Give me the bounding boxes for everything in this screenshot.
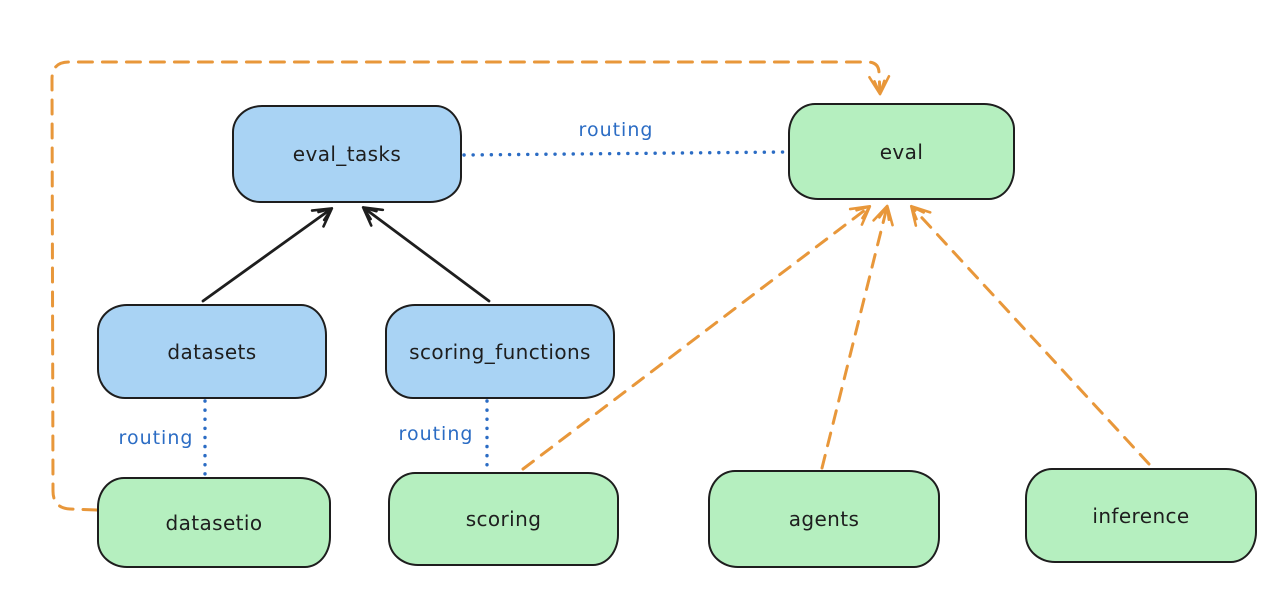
edge-inference-eval	[909, 204, 1151, 466]
edge-datasetio-eval	[50, 60, 891, 512]
node-datasets-label: datasets	[167, 339, 257, 364]
edge-label-routing-top: routing	[578, 119, 654, 141]
edge-label-routing-left: routing	[118, 427, 194, 449]
edge-label-routing-middle: routing	[398, 423, 474, 445]
edge-scoringfunctions-evaltasks	[361, 206, 491, 303]
node-eval[interactable]: eval	[788, 103, 1015, 200]
node-eval-tasks-label: eval_tasks	[292, 142, 402, 166]
node-datasetio[interactable]: datasetio	[97, 477, 331, 568]
node-datasets[interactable]: datasets	[97, 304, 327, 399]
node-agents-label: agents	[788, 507, 860, 531]
edge-datasets-evaltasks	[201, 207, 334, 303]
node-eval-tasks[interactable]: eval_tasks	[232, 105, 462, 203]
node-inference-label: inference	[1092, 503, 1190, 528]
node-scoring-functions[interactable]: scoring_functions	[385, 304, 615, 399]
edge-routing-evaltasks-eval	[462, 150, 788, 157]
node-scoring[interactable]: scoring	[388, 472, 619, 566]
edge-scoring-eval	[521, 205, 872, 471]
node-datasetio-label: datasetio	[165, 510, 263, 535]
edge-agents-eval	[820, 204, 894, 470]
node-agents[interactable]: agents	[708, 470, 940, 568]
node-inference[interactable]: inference	[1025, 468, 1257, 563]
node-scoring-functions-label: scoring_functions	[409, 339, 591, 364]
node-scoring-label: scoring	[465, 507, 542, 531]
node-eval-label: eval	[879, 139, 924, 164]
